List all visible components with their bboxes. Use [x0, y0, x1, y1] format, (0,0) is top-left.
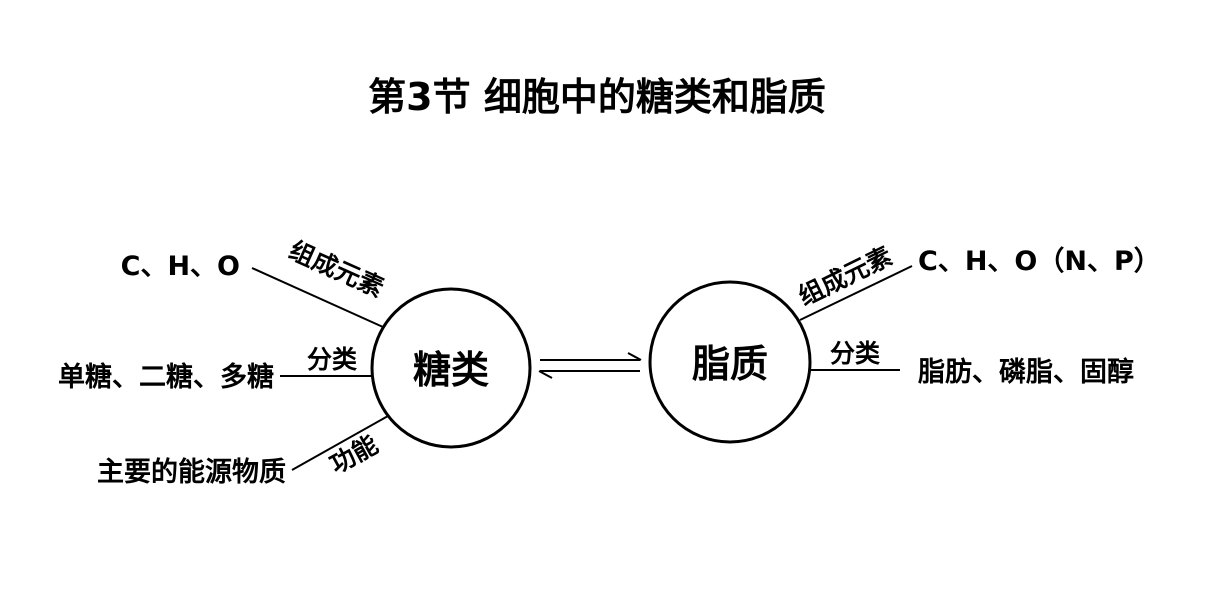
reversible-arrow: [538, 352, 642, 379]
lipid-classification-edge-label: 分类: [830, 339, 881, 368]
sugar-classification-value: 单糖、二糖、多糖: [58, 361, 274, 393]
lipid-elements-edge-label: 组成元素: [794, 241, 897, 311]
sugar-elements-line: [251, 267, 384, 328]
sugar-classification-edge-label: 分类: [307, 345, 358, 374]
sugar-function-line: [291, 415, 389, 471]
sugar-elements-edge-label: 组成元素: [285, 236, 388, 303]
lipid-elements-value: C、H、O（N、P）: [918, 246, 1161, 277]
sugar-function-value: 主要的能源物质: [97, 456, 286, 488]
lipid-elements-line: [799, 265, 913, 321]
lipid-node-label: 脂质: [692, 342, 768, 386]
sugar-elements-value: C、H、O: [121, 251, 240, 282]
page-title: 第3节 细胞中的糖类和脂质: [368, 75, 826, 119]
sugar-function-edge-label: 功能: [325, 430, 383, 480]
sugar-node-label: 糖类: [413, 348, 489, 392]
lipid-classification-value: 脂肪、磷脂、固醇: [918, 356, 1134, 388]
sugar-node-circle: [370, 287, 532, 449]
lipid-node-circle: [648, 280, 812, 444]
